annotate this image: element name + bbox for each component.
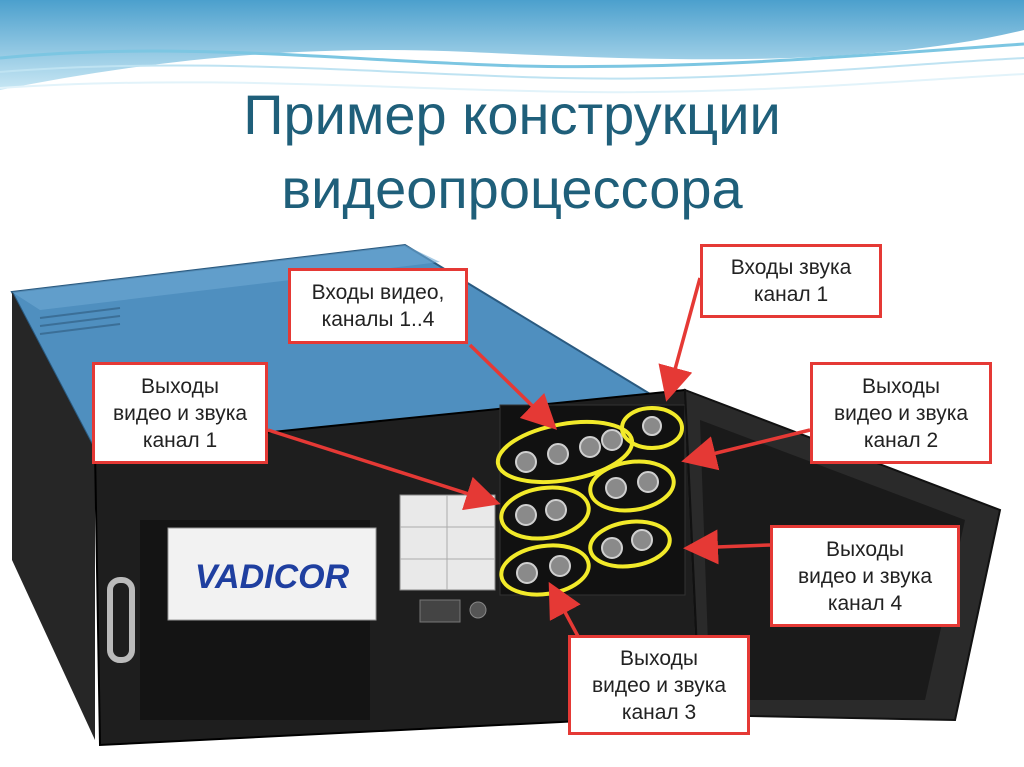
chassis-side [12, 292, 95, 740]
logo-plate [167, 527, 377, 621]
callout-outputs-channel-3: Выходы видео и звука канал 3 [568, 635, 750, 735]
bnc-connectors [515, 416, 662, 584]
callout-outputs-channel-3-text: Выходы видео и звука канал 3 [591, 646, 727, 724]
callout-video-inputs: Входы видео, каналы 1..4 [288, 268, 468, 344]
callout-outputs-channel-2-text: Выходы видео и звука канал 2 [833, 374, 969, 452]
callout-video-inputs-text: Входы видео, каналы 1..4 [311, 281, 445, 331]
title-line-2: видеопроцессора [281, 157, 743, 220]
callout-outputs-channel-4-text: Выходы видео и звука канал 4 [797, 537, 933, 615]
page-title: Пример конструкции видеопроцессора [0, 78, 1024, 226]
title-line-1: Пример конструкции [243, 83, 781, 146]
reset-button [469, 601, 487, 619]
vent-grille [39, 307, 121, 335]
power-switch [419, 599, 461, 623]
callout-outputs-channel-2: Выходы видео и звука канал 2 [810, 362, 992, 464]
highlight-rings [495, 406, 684, 597]
callout-audio-inputs: Входы звука канал 1 [700, 244, 882, 318]
callout-audio-inputs-text: Входы звука канал 1 [730, 256, 852, 306]
chassis-handle [107, 577, 135, 663]
callout-outputs-channel-4: Выходы видео и звука канал 4 [770, 525, 960, 627]
callout-outputs-channel-1-text: Выходы видео и звука канал 1 [112, 374, 248, 452]
callout-arrows [267, 277, 811, 641]
device-logo: VADICOR [195, 558, 350, 596]
callout-outputs-channel-1: Выходы видео и звука канал 1 [92, 362, 268, 464]
